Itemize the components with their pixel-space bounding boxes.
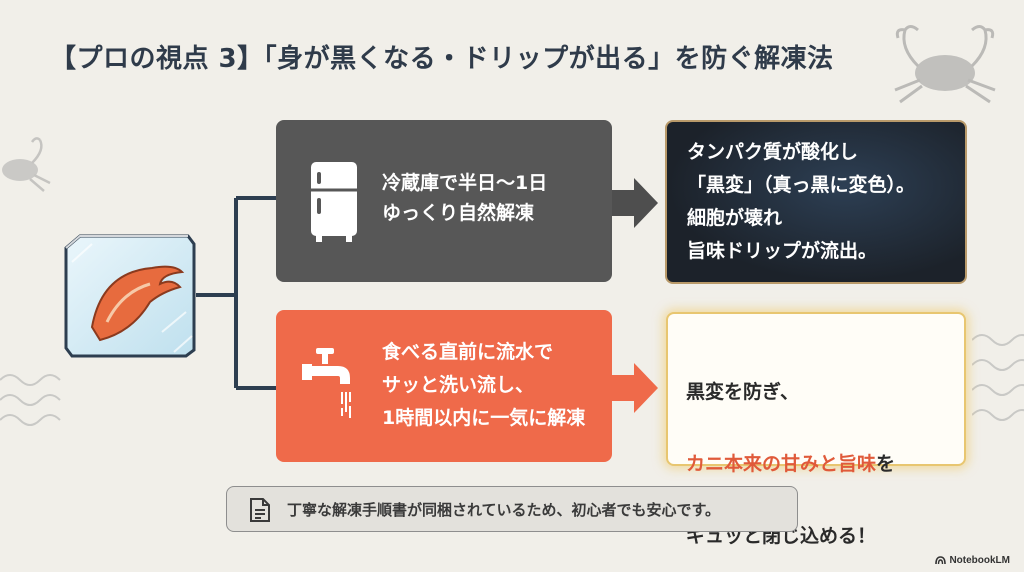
instruction-note: 丁寧な解凍手順書が同梱されているため、初心者でも安心です。 [226,486,798,532]
good-result-line2: カニ本来の甘みと旨味を [686,446,895,482]
frozen-crab-ice-icon [64,234,196,358]
wave-decoration-left [0,374,61,426]
brand-text: NotebookLM [949,555,1010,566]
page-title: 【プロの視点 3】「身が黒くなる・ドリップが出る」を防ぐ解凍法 [50,44,834,74]
faucet-icon [302,348,351,418]
notebooklm-logo-icon [935,556,947,564]
quick-thaw-method-text: 食べる直前に流水で サッと洗い流し、 1時間以内に一気に解凍 [382,341,586,429]
brand-watermark: NotebookLM [935,555,1010,566]
crab-decoration-left [2,137,51,192]
slow-thaw-method-box: 冷蔵庫で半日〜1日 ゆっくり自然解凍 [276,120,612,282]
good-result-text: 黒変を防ぎ、 カニ本来の甘みと旨味を ギュッと閉じ込める！ [686,338,895,572]
arrow-right-icon-top [612,178,658,228]
good-result-line1: 黒変を防ぎ、 [686,381,800,403]
bad-result-box: タンパク質が酸化し 「黒変」（真っ黒に変色）。 細胞が壊れ 旨味ドリップが流出。 [665,120,967,284]
slow-thaw-method-text: 冷蔵庫で半日〜1日 ゆっくり自然解凍 [382,172,548,224]
good-result-highlight: カニ本来の甘みと旨味 [686,453,877,475]
arrow-right-icon-bottom [612,363,658,413]
note-text: 丁寧な解凍手順書が同梱されているため、初心者でも安心です。 [287,501,721,519]
refrigerator-icon [311,162,357,242]
bad-result-text: タンパク質が酸化し 「黒変」（真っ黒に変色）。 細胞が壊れ 旨味ドリップが流出。 [687,141,916,262]
good-result-line2-suffix: を [876,453,896,475]
wave-decoration-right [972,334,1024,421]
crab-decoration-top-right [894,25,996,104]
good-result-box: 黒変を防ぎ、 カニ本来の甘みと旨味を ギュッと閉じ込める！ [666,312,966,547]
document-icon [250,498,270,522]
quick-thaw-method-box: 食べる直前に流水で サッと洗い流し、 1時間以内に一気に解凍 [276,310,612,462]
